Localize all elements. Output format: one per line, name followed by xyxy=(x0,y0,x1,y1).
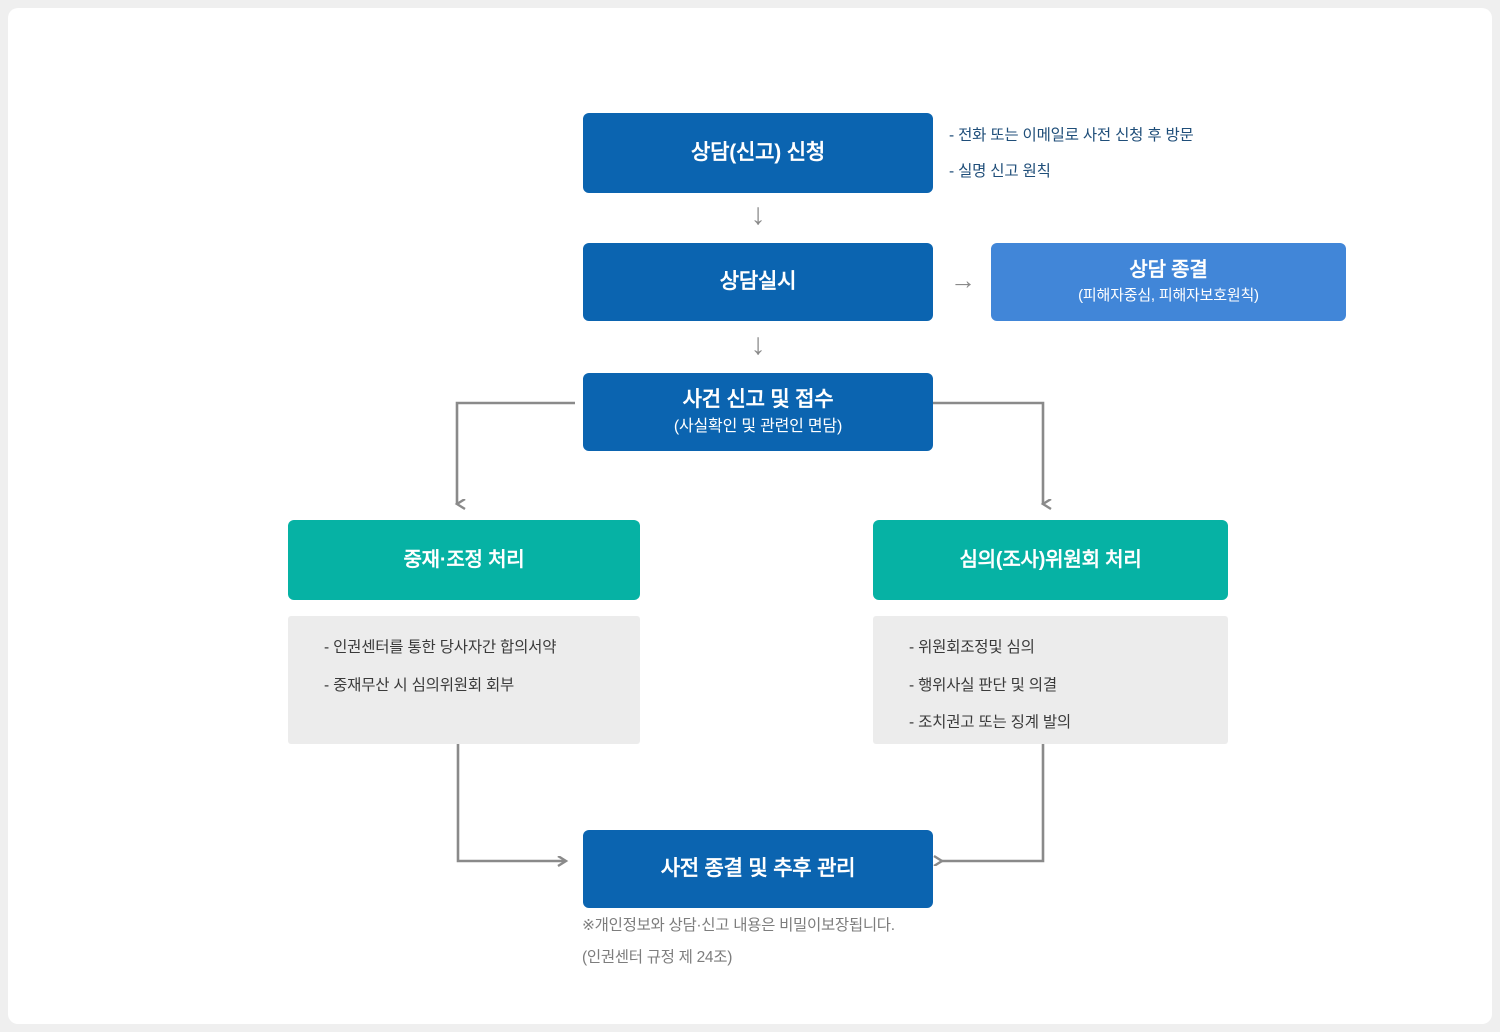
detail-line: - 위원회조정및 심의 xyxy=(909,639,1035,656)
node-title: 상담 종결 xyxy=(1129,259,1208,282)
detail-line: - 조치권고 또는 징계 발의 xyxy=(909,714,1071,731)
arrow-down-icon: ↓ xyxy=(750,198,766,231)
detail-panel-mediation: - 인권센터를 통한 당사자간 합의서약 - 중재무산 시 심의위원회 회부 xyxy=(288,616,640,744)
arrow-down-icon: ↓ xyxy=(750,328,766,361)
node-title: 상담실시 xyxy=(719,269,797,293)
node-committee-processing[interactable]: 심의(조사)위원회 처리 xyxy=(873,520,1228,600)
detail-line: - 중재무산 시 심의위원회 회부 xyxy=(324,676,515,694)
connector-committee-to-final xyxy=(942,744,1045,861)
footnote-line: (인권센터 규정 제 24조) xyxy=(582,948,733,966)
node-consultation-closed[interactable]: 상담 종결 (피해자중심, 피해자보호원칙) xyxy=(991,243,1346,321)
note-line: - 전화 또는 이메일로 사전 신청 후 방문 xyxy=(949,127,1194,144)
footnote-line: ※개인정보와 상담·신고 내용은 비밀이보장됩니다. xyxy=(582,917,895,934)
node-title: 상담(신고) 신청 xyxy=(691,140,825,164)
node-consultation-application[interactable]: 상담(신고) 신청 xyxy=(583,113,933,193)
diagram-canvas: 상담(신고) 신청 - 전화 또는 이메일로 사전 신청 후 방문 - 실명 신… xyxy=(8,8,1492,1024)
node-mediation-processing[interactable]: 중재·조정 처리 xyxy=(288,520,640,600)
note-consultation-application: - 전화 또는 이메일로 사전 신청 후 방문 - 실명 신고 원칙 xyxy=(949,128,1289,199)
connector-report-to-mediation xyxy=(457,401,575,504)
detail-line: - 인권센터를 통한 당사자간 합의서약 xyxy=(324,639,557,656)
node-case-closure-followup[interactable]: 사전 종결 및 추후 관리 xyxy=(583,830,933,908)
node-subtitle: (피해자중심, 피해자보호원칙) xyxy=(1078,287,1259,305)
node-subtitle: (사실확인 및 관련인 면담) xyxy=(673,418,843,436)
node-title: 사건 신고 및 접수 xyxy=(682,388,834,412)
node-title: 사전 종결 및 추후 관리 xyxy=(660,856,856,880)
node-consultation-conduct[interactable]: 상담실시 xyxy=(583,243,933,321)
node-title: 심의(조사)위원회 처리 xyxy=(959,548,1142,571)
connector-report-to-committee xyxy=(925,401,1043,504)
connector-mediation-to-final xyxy=(456,744,566,861)
note-line: - 실명 신고 원칙 xyxy=(949,162,1051,180)
node-case-report-intake[interactable]: 사건 신고 및 접수 (사실확인 및 관련인 면담) xyxy=(583,373,933,451)
detail-panel-committee: - 위원회조정및 심의 - 행위사실 판단 및 의결 - 조치권고 또는 징계 … xyxy=(873,616,1228,744)
node-title: 중재·조정 처리 xyxy=(403,548,525,571)
arrow-right-icon: → xyxy=(950,265,976,295)
detail-line: - 행위사실 판단 및 의결 xyxy=(909,676,1057,694)
footnote: ※개인정보와 상담·신고 내용은 비밀이보장됩니다. (인권센터 규정 제 24… xyxy=(582,918,1012,981)
